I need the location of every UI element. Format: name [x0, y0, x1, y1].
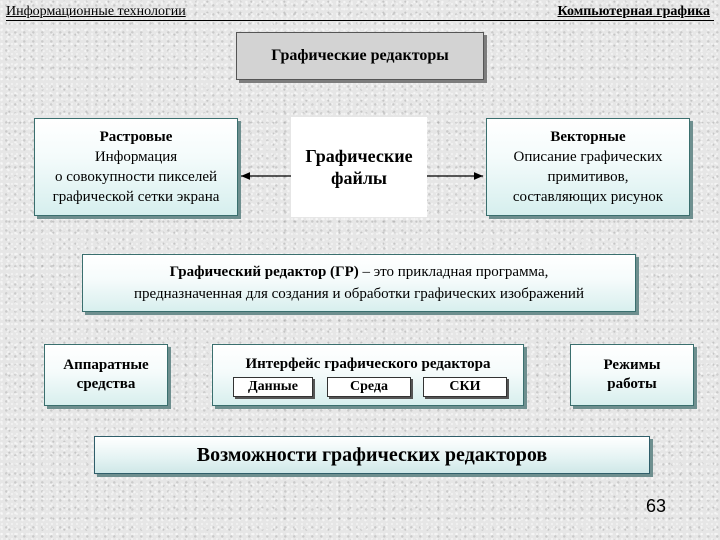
- hardware-box: Аппаратные средства: [44, 344, 168, 406]
- vector-line-3: составляющих рисунок: [512, 189, 664, 205]
- hardware-line-2: средства: [76, 376, 136, 392]
- header-right: Компьютерная графика: [557, 4, 710, 19]
- title-text: Графические редакторы: [271, 47, 449, 64]
- vector-heading: Векторные: [550, 129, 626, 145]
- vector-line-2: примитивов,: [547, 169, 629, 185]
- raster-line-3: графической сетки экрана: [52, 189, 220, 205]
- header-left: Информационные технологии: [6, 4, 186, 19]
- definition-line-2: предназначенная для создания и обработки…: [134, 286, 584, 302]
- interface-title: Интерфейс графического редактора: [245, 356, 491, 372]
- vector-box: Векторные Описание графических примитиво…: [486, 118, 690, 216]
- raster-line-1: Информация: [94, 149, 178, 165]
- hardware-line-1: Аппаратные: [63, 357, 149, 373]
- files-line-1: Графические: [305, 146, 413, 166]
- files-box: Графические файлы: [291, 117, 427, 217]
- vector-line-1: Описание графических: [513, 149, 663, 165]
- files-line-2: файлы: [331, 168, 387, 188]
- capabilities-text: Возможности графических редакторов: [196, 443, 548, 466]
- raster-heading: Растровые: [99, 129, 173, 145]
- raster-line-2: о совокупности пикселей: [54, 169, 218, 185]
- modes-box: Режимы работы: [570, 344, 694, 406]
- modes-line-1: Режимы: [603, 357, 661, 373]
- capabilities-box: Возможности графических редакторов: [94, 436, 650, 474]
- header-divider: [6, 20, 714, 21]
- interface-item-ski: СКИ: [423, 377, 507, 397]
- definition-rest: – это прикладная программа,: [358, 264, 549, 280]
- raster-box: Растровые Информация о совокупности пикс…: [34, 118, 238, 216]
- interface-item-data: Данные: [233, 377, 313, 397]
- page-number: 63: [646, 496, 667, 516]
- interface-items: Данные Среда СКИ: [213, 377, 523, 399]
- title-box: Графические редакторы: [236, 32, 484, 80]
- interface-item-environment: Среда: [327, 377, 411, 397]
- definition-term: Графический редактор (ГР): [169, 264, 359, 280]
- definition-box: Графический редактор (ГР) – это прикладн…: [82, 254, 636, 312]
- definition-line-1: Графический редактор (ГР) – это прикладн…: [170, 261, 549, 283]
- modes-line-2: работы: [607, 376, 657, 392]
- interface-box: Интерфейс графического редактора Данные …: [212, 344, 524, 406]
